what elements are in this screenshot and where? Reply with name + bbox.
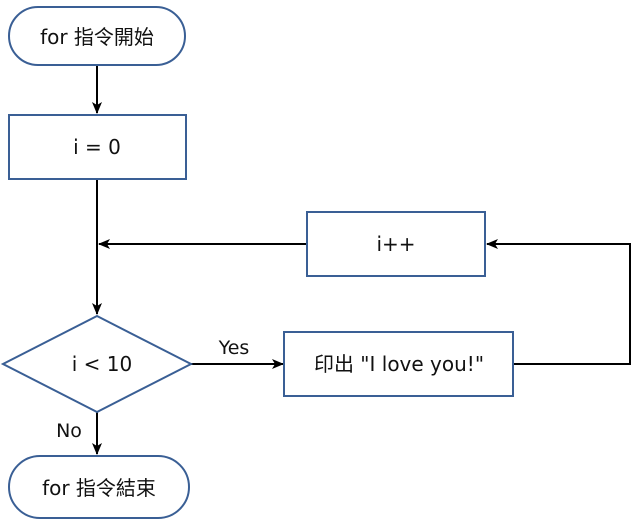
yes-label: Yes bbox=[218, 337, 250, 359]
condition-decision-label: i < 10 bbox=[72, 352, 132, 376]
end-terminal bbox=[8, 455, 190, 519]
increment-process bbox=[306, 211, 486, 277]
init-process-label: i = 0 bbox=[73, 135, 121, 159]
condition-decision bbox=[0, 314, 194, 414]
end-terminal-label: for 指令結束 bbox=[42, 476, 156, 500]
increment-process-label: i++ bbox=[376, 232, 415, 256]
start-terminal bbox=[8, 6, 186, 66]
print-process bbox=[283, 331, 514, 397]
print-process-label: 印出 "I love you!" bbox=[314, 352, 484, 376]
init-process bbox=[8, 114, 187, 180]
start-terminal-label: for 指令開始 bbox=[40, 25, 154, 49]
no-label: No bbox=[56, 420, 82, 442]
edge-print-to-increment bbox=[486, 239, 631, 365]
